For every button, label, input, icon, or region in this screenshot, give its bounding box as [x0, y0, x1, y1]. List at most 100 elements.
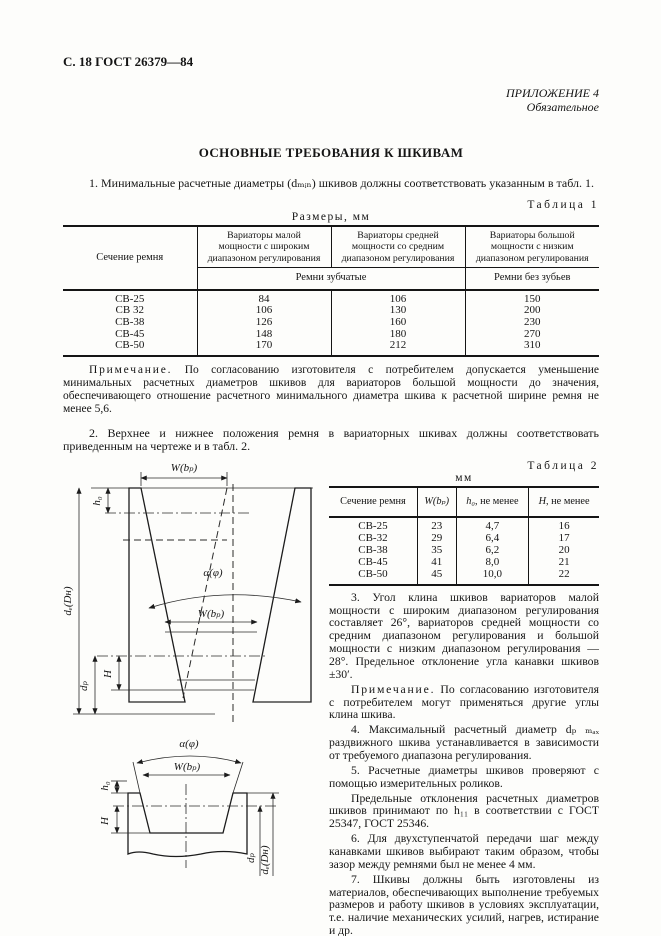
dim-label-w-top: W(bₚ): [171, 462, 198, 474]
note-text: По согласованию изготовителя с потребите…: [63, 364, 599, 415]
col-header-medium-power: Вариаторы средней мощности со средним ди…: [330, 225, 465, 269]
pulley-belt-positions-figure: W(bₚ) h₀ α(φ) W(bₚ) dₑ(Dн) H dₚ: [63, 462, 313, 724]
paragraph-5: 5. Расчетные диаметры шкивов проверяют с…: [329, 763, 599, 790]
value-cell: 160: [330, 316, 465, 329]
paragraph-3: 3. Угол клина шкивов вариаторов малой мо…: [329, 590, 599, 681]
paragraph-1: 1. Минимальные расчетные диаметры (dₘᵢₙ)…: [89, 175, 595, 190]
appendix-label: ПРИЛОЖЕНИЕ 4: [506, 86, 599, 100]
paragraph-4: 4. Максимальный расчетный диаметр dₚ ₘₐₓ…: [329, 723, 599, 762]
text-column: Таблица 2 мм Сечение ремня W(bₚ) h₀, не …: [323, 458, 599, 936]
note2-text: По согласованию изготовителя с потребите…: [329, 682, 600, 722]
dim-label-alpha-2: α(φ): [179, 738, 199, 750]
value-cell: 230: [464, 316, 599, 329]
belt-section-cell: СВ-32: [358, 532, 388, 545]
dim-label-H-2: H: [99, 816, 111, 826]
paragraph-7: 7. Шкивы должны быть изготовлены из мате…: [329, 872, 599, 936]
belt-section-cell: СВ-45: [115, 327, 145, 340]
value-cell: 200: [464, 305, 599, 318]
dim-label-H: H: [102, 669, 114, 679]
value-cell: 6,4: [455, 532, 529, 546]
paragraph-6: 6. Для двухступенчатой передачи шаг межд…: [329, 832, 599, 871]
H-rest: , не менее: [546, 495, 590, 507]
table-min-diameters: Сечение ремня Вариаторы малой мощности с…: [63, 224, 599, 358]
page-title: ОСНОВНЫЕ ТРЕБОВАНИЯ К ШКИВАМ: [198, 144, 464, 160]
value-cell: 310: [464, 340, 599, 357]
dim-label-dp-2: dₚ: [245, 852, 257, 863]
value-cell: 150: [464, 289, 599, 306]
value-cell: 4,7: [455, 517, 529, 534]
dim-label-w-2: W(bₚ): [174, 761, 201, 773]
value-cell: 6,2: [455, 544, 529, 557]
value-cell: 16: [528, 517, 599, 534]
value-cell: 10,0: [455, 568, 529, 585]
belt-section-cell: СВ-38: [115, 316, 145, 329]
col-header-belt-section-2: Сечение ремня: [329, 486, 418, 519]
value-cell: 29: [416, 532, 457, 546]
col-header-H: H, не менее: [528, 486, 599, 519]
belt-section-cell: СВ-25: [358, 520, 388, 533]
h0-rest: , не менее: [474, 495, 519, 507]
belt-section-cell: СВ-38: [358, 544, 388, 557]
dim-label-dp: dₚ: [78, 680, 90, 691]
col-header-small-power: Вариаторы малой мощности с широким диапа…: [196, 225, 331, 269]
value-cell: 148: [196, 328, 331, 341]
value-cell: 8,0: [455, 556, 529, 569]
value-cell: 84: [196, 289, 331, 306]
value-cell: 20: [528, 544, 599, 557]
value-cell: 180: [330, 328, 465, 341]
value-cell: 45: [416, 568, 457, 585]
col-header-h0: h₀, не менее: [455, 486, 529, 519]
dimension-lines: [73, 471, 302, 715]
value-cell: 106: [330, 289, 465, 306]
value-cell: 41: [416, 556, 457, 569]
value-cell: 126: [196, 316, 331, 329]
belt-section-cell: СВ-50: [358, 567, 388, 580]
col-header-belt-section: Сечение ремня: [63, 225, 198, 291]
value-cell: 270: [464, 328, 599, 341]
table2-units: мм: [455, 471, 473, 484]
appendix-block: ПРИЛОЖЕНИЕ 4 Обязательное: [63, 86, 599, 115]
note-2: Примечание. По согласованию изготовителя…: [329, 682, 600, 723]
groove-section-lines: [111, 761, 279, 868]
value-cell: 17: [528, 532, 599, 546]
dim-label-de: dₑ(Dн): [63, 586, 74, 615]
dim-label-alpha: α(φ): [203, 567, 223, 579]
col-header-large-power: Вариаторы большой мощности с низким диап…: [464, 225, 599, 269]
h0-symbol: h₀: [466, 495, 475, 507]
dimension-lines-2: [111, 755, 276, 876]
value-cell: 106: [196, 305, 331, 318]
dim-label-de-2: dₑ(Dн): [259, 845, 271, 874]
dim-label-h0: h₀: [91, 496, 103, 506]
belt-section-cell: СВ-25: [115, 292, 145, 305]
col-header-w: W(bₚ): [416, 486, 457, 519]
value-cell: 35: [416, 544, 457, 557]
subheader-toothless-belts: Ремни без зубьев: [464, 267, 599, 291]
H-symbol: H: [538, 495, 547, 507]
note2-label: Примечание.: [351, 682, 436, 696]
two-column-section: W(bₚ) h₀ α(φ) W(bₚ) dₑ(Dн) H dₚ: [63, 458, 599, 936]
table1-caption: Таблица 1: [527, 198, 599, 211]
value-cell: 23: [416, 517, 457, 534]
page-header: С. 18 ГОСТ 26379—84: [63, 54, 194, 69]
pulley-groove-section-figure: α(φ) W(bₚ) h₀ H dₚ dₑ(Dн): [99, 738, 279, 876]
note-label: Примечание.: [89, 364, 173, 377]
subheader-toothed-belts: Ремни зубчатые: [197, 267, 465, 291]
belt-section-cell: СВ 32: [115, 304, 144, 317]
value-cell: 212: [330, 340, 465, 357]
figures-column: W(bₚ) h₀ α(φ) W(bₚ) dₑ(Dн) H dₚ: [63, 458, 323, 936]
value-cell: 130: [330, 305, 465, 318]
table2-caption: Таблица 2: [527, 459, 599, 472]
value-cell: 170: [196, 340, 331, 357]
table-belt-positions: Сечение ремня W(bₚ) h₀, не менее H, не м…: [329, 485, 599, 586]
